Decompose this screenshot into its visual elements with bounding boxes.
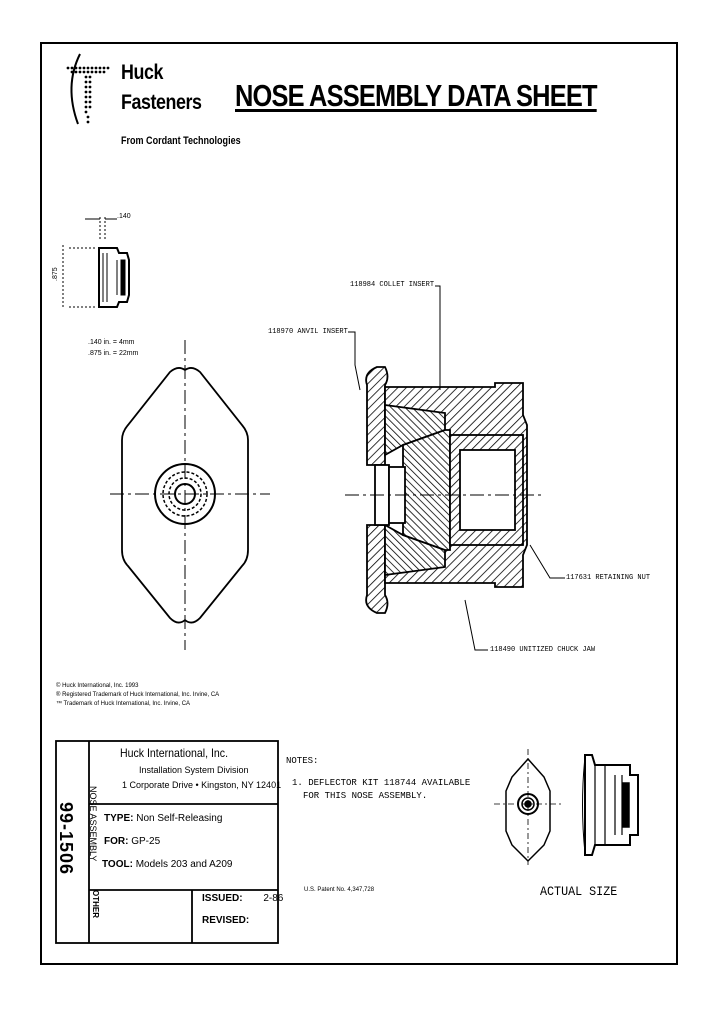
company-name: Huck International, Inc.: [120, 746, 229, 760]
notes-line-1: 1. DEFLECTOR KIT 118744 AVAILABLE: [292, 778, 471, 788]
tool-row: TOOL: Models 203 and A209: [102, 859, 232, 870]
conversion-1: .140 in. = 4mm: [88, 339, 135, 346]
for-value: GP-25: [131, 836, 161, 847]
issued-row: ISSUED: 2-86: [202, 893, 283, 904]
callout-anvil-insert: 118970 ANVIL INSERT: [268, 328, 348, 336]
revised-row: REVISED:: [202, 915, 249, 926]
page-title: NOSE ASSEMBLY DATA SHEET: [235, 78, 598, 113]
revised-label: REVISED:: [202, 915, 250, 926]
callout-retaining-nut: 117631 RETAINING NUT: [566, 574, 651, 582]
section-view-drawing: [345, 366, 545, 614]
logo-line1: Huck: [121, 61, 163, 84]
title-block-grid: [55, 740, 279, 944]
sheet-border: [40, 42, 678, 965]
issued-value: 2-86: [263, 893, 284, 904]
for-label: FOR:: [104, 836, 129, 847]
actual-size-label: ACTUAL SIZE: [540, 884, 618, 899]
logo-line2: Fasteners: [121, 91, 202, 114]
side-label-top: NOSE ASSEMBLY: [88, 786, 98, 862]
part-number: 99-1506: [56, 802, 76, 876]
type-value: Non Self-Releasing: [136, 813, 223, 824]
type-row: TYPE: Non Self-Releasing: [104, 813, 222, 824]
patent-number: U.S. Patent No. 4,347,728: [304, 887, 375, 893]
copyright-line-2: ® Registered Trademark of Huck Internati…: [56, 692, 220, 698]
notes-line-2: FOR THIS NOSE ASSEMBLY.: [303, 791, 428, 801]
company-address: 1 Corporate Drive • Kingston, NY 12401: [122, 780, 282, 790]
callout-leaders: [348, 285, 565, 651]
tool-value: Models 203 and A209: [135, 859, 233, 870]
callout-chuck-jaw: 118490 UNITIZED CHUCK JAW: [490, 646, 596, 654]
copyright-line-3: ™ Trademark of Huck International, Inc. …: [56, 701, 191, 707]
actual-size-drawings: [494, 749, 639, 865]
logo-tagline: From Cordant Technologies: [121, 135, 241, 147]
conversion-2: .875 in. = 22mm: [88, 350, 139, 357]
issued-label: ISSUED:: [202, 893, 243, 904]
front-view-drawing: [110, 340, 270, 650]
copyright-line-1: © Huck International, Inc. 1993: [56, 683, 139, 689]
company-division: Installation System Division: [139, 765, 249, 775]
notes-heading: NOTES:: [286, 756, 319, 766]
small-side-view: [62, 217, 130, 309]
side-label-bottom: OTHER: [91, 890, 100, 918]
for-row: FOR: GP-25: [104, 836, 160, 847]
type-label: TYPE:: [104, 813, 134, 824]
dim-side-label: .875: [52, 267, 59, 281]
tool-label: TOOL:: [102, 859, 133, 870]
dim-top-label: .140: [117, 213, 131, 220]
copyright-block: © Huck International, Inc. 1993 ® Regist…: [56, 682, 219, 709]
callout-collet-insert: 118984 COLLET INSERT: [350, 281, 435, 289]
huck-logo-mark: [66, 53, 110, 125]
